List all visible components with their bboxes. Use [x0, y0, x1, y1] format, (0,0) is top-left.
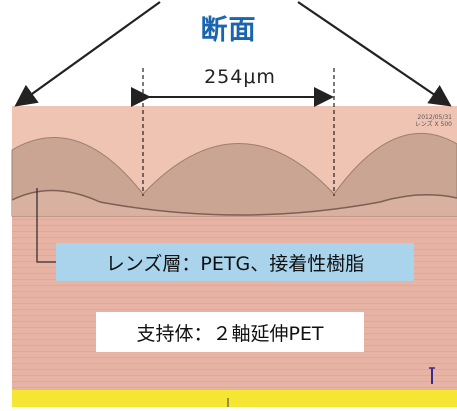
stamp-info: レンズ X 500 [414, 121, 452, 128]
bottom-band [12, 390, 457, 407]
adhesive-interface [12, 190, 457, 216]
lens-layer-label: レンズ層：PETG、接着性樹脂 [56, 243, 414, 281]
left-arrow [14, 1, 161, 107]
interface-line [11, 189, 457, 216]
dimension-label: 254μm [204, 66, 276, 88]
microscope-stamp: 2012/05/31 レンズ X 500 [402, 114, 452, 128]
support-label: 支持体：２軸延伸PET [96, 312, 364, 352]
right-arrow [297, 1, 452, 107]
support-layer-texture [12, 190, 457, 390]
lens-profile [11, 132, 457, 217]
stamp-date: 2012/05/31 [417, 114, 452, 121]
lens-label-leader [36, 188, 56, 263]
diagram-title: 断面 [200, 15, 257, 46]
